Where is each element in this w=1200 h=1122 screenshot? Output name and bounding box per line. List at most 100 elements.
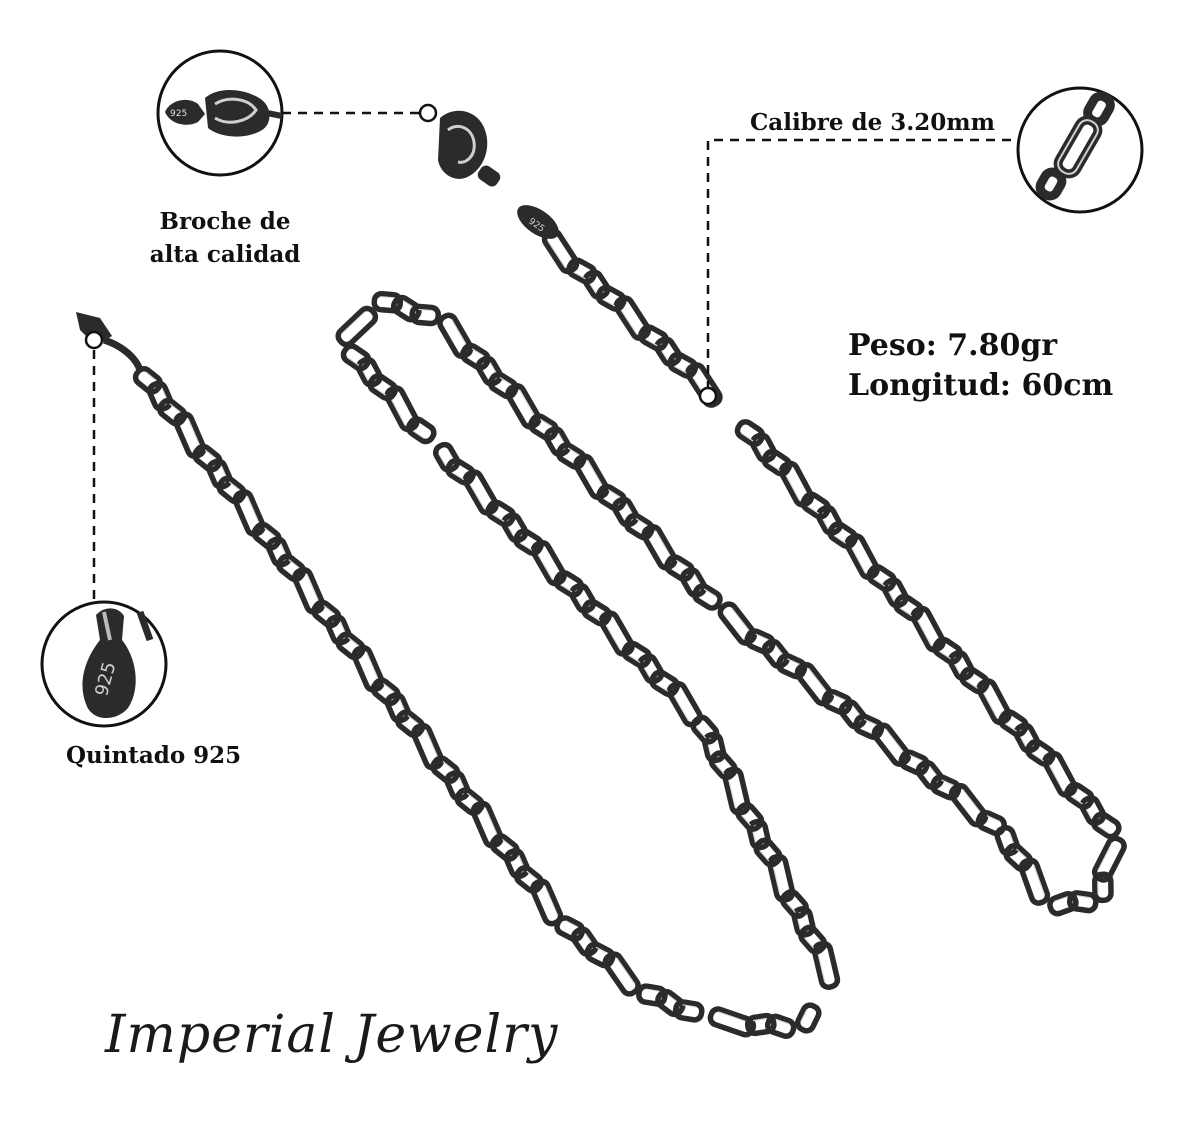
clasp-callout-line1: Broche de: [159, 208, 291, 235]
chain-link-highlight: [616, 957, 636, 985]
chain-link-highlight: [389, 396, 406, 426]
chain-link-highlight: [145, 371, 157, 382]
chain-long-link: [384, 385, 420, 433]
chain-link-highlight: [204, 449, 217, 460]
chain-link-highlight: [347, 637, 360, 647]
chain-link-highlight: [772, 863, 781, 896]
chain-link-highlight: [1076, 895, 1091, 899]
chain-link-highlight: [1016, 848, 1028, 859]
chain-link-highlight: [965, 680, 978, 689]
chain-short-link: [611, 496, 640, 528]
chain-long-link: [707, 1006, 757, 1038]
chain-short-link: [406, 416, 437, 445]
chain-short-link: [513, 528, 544, 556]
chain-short-link: [881, 577, 909, 609]
chain-link-highlight: [565, 920, 579, 928]
chain-link-highlight: [1097, 842, 1113, 872]
chain-short-link: [734, 419, 766, 447]
chain-short-link: [655, 988, 686, 1018]
chain-link-highlight: [169, 403, 182, 414]
stamp-callout-label: Quintado 925: [66, 742, 242, 769]
chain-long-link: [470, 800, 504, 849]
chain-short-link: [582, 269, 611, 301]
chain-link-highlight: [499, 377, 513, 386]
chain-link-highlight: [644, 338, 658, 347]
chain-long-link: [685, 362, 723, 408]
chain-short-link: [340, 343, 372, 372]
chain-link-highlight: [1004, 722, 1017, 732]
chain-long-link: [844, 533, 880, 581]
length-spec: Longitud: 60cm: [848, 368, 1114, 403]
chain-link-highlight: [383, 683, 395, 693]
chain-link-highlight: [246, 496, 261, 527]
chain-link-highlight: [451, 471, 465, 481]
chain-long-link: [722, 766, 751, 816]
chain-short-link: [513, 865, 545, 894]
chain-link-highlight: [787, 658, 801, 666]
chain-short-link: [827, 521, 858, 550]
chain-link-highlight: [341, 311, 366, 335]
chain-short-link: [216, 475, 247, 505]
chain-link-highlight: [730, 607, 752, 634]
chain-link-highlight: [595, 946, 609, 955]
stamp-pointer: [84, 330, 104, 350]
chain-short-link: [371, 290, 404, 314]
chain-link-highlight: [727, 776, 736, 808]
chain-link-highlight: [425, 729, 440, 760]
chain-short-link: [702, 731, 727, 764]
chain-long-link: [411, 722, 445, 771]
chain-link-highlight: [442, 761, 455, 771]
chain-short-link: [654, 336, 682, 367]
chain-short-link: [553, 570, 585, 598]
chain-link-highlight: [526, 870, 538, 881]
chain-short-link: [390, 294, 422, 323]
chain-short-link: [489, 833, 520, 862]
chain-link-highlight: [618, 307, 638, 335]
clasp-pointer: [418, 103, 438, 123]
chain-link-highlight: [696, 727, 707, 739]
chain-short-link: [638, 324, 669, 352]
chain-link-highlight: [466, 792, 479, 803]
chain-link-highlight: [288, 559, 301, 569]
figaro-chain: [132, 228, 1127, 1039]
chain-link-highlight: [438, 453, 447, 467]
chain-long-link: [778, 460, 815, 508]
chain-short-link: [623, 512, 655, 541]
chain-long-link: [1042, 750, 1078, 798]
chain-short-link: [132, 366, 163, 395]
chain-short-link: [746, 818, 771, 851]
chain-link-highlight: [502, 838, 514, 849]
chain-short-link: [744, 1012, 777, 1037]
chain-short-link: [584, 941, 616, 969]
chain-short-link: [146, 380, 174, 412]
chain-short-link: [664, 554, 695, 582]
chain-link-highlight: [519, 542, 533, 551]
chain-short-link: [1091, 811, 1122, 840]
chain-long-link: [1018, 857, 1051, 906]
chain-short-link: [543, 426, 572, 458]
chain-short-link: [708, 750, 738, 781]
chain-short-link: [1025, 738, 1056, 767]
chain-link-highlight: [264, 527, 276, 538]
chain-link-highlight: [800, 1009, 808, 1023]
chain-short-link: [475, 355, 503, 387]
chain-long-link: [232, 489, 266, 538]
chain-short-link: [621, 640, 653, 669]
chain-short-link: [555, 442, 587, 470]
chain-short-link: [503, 847, 530, 880]
chain-short-link: [1092, 871, 1114, 904]
chain-short-link: [251, 521, 282, 551]
chain-link-highlight: [228, 481, 241, 491]
chain-short-link: [157, 397, 188, 427]
chain-short-link: [692, 583, 723, 611]
chain-link-highlight: [603, 621, 621, 651]
chain-link-highlight: [607, 489, 621, 498]
chain-short-link: [915, 759, 945, 791]
chain-long-link: [910, 605, 946, 653]
chain-long-link: [717, 601, 758, 646]
chain-short-link: [596, 483, 627, 512]
chain-link-highlight: [741, 432, 754, 442]
chain-link-highlight: [451, 319, 469, 348]
chain-short-link: [947, 649, 975, 682]
